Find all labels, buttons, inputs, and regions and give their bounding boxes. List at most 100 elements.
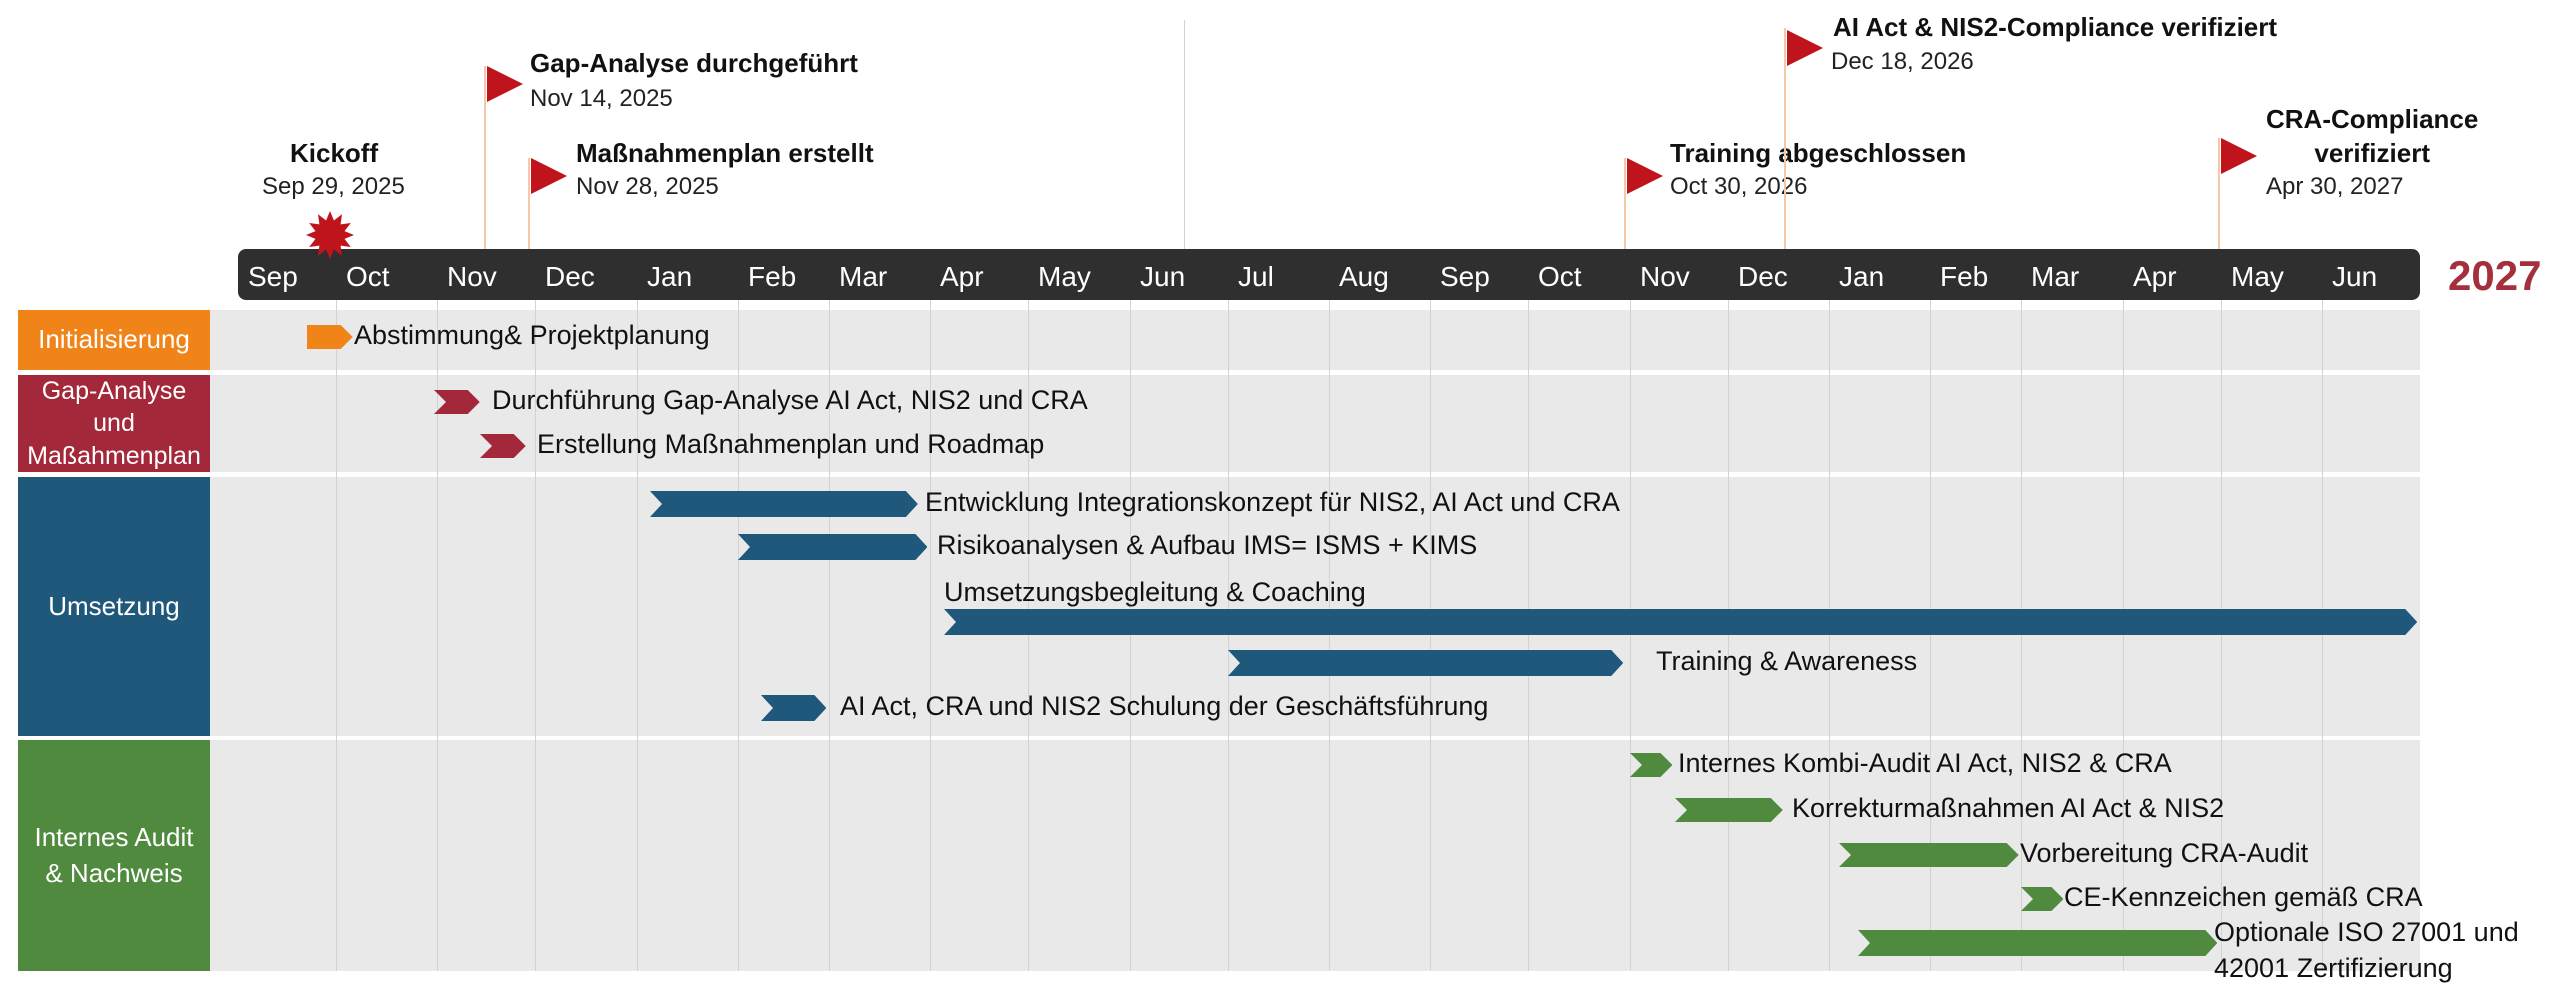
task-label: CE-Kennzeichen gemäß CRA — [2064, 882, 2423, 912]
milestone-date: Nov 14, 2025 — [530, 85, 673, 112]
task-bar — [434, 390, 480, 414]
lane-background — [210, 375, 2420, 472]
task-bar — [761, 695, 826, 721]
month-label: Feb — [748, 261, 797, 292]
task-label: Risikoanalysen & Aufbau IMS= ISMS + KIMS — [937, 530, 1478, 560]
task-label: Entwicklung Integrationskonzept für NIS2… — [925, 487, 1620, 517]
lane-background — [210, 477, 2420, 736]
lane-label-line: Initialisierung — [38, 324, 190, 355]
month-label: Jun — [2332, 261, 2378, 292]
milestone-title-line: verifiziert — [2314, 138, 2430, 168]
month-gridline — [1329, 300, 1330, 971]
lane-label-line: Gap-Analyse — [41, 376, 187, 405]
milestone-line — [2218, 138, 2220, 249]
month-label: Jan — [1839, 261, 1885, 292]
month-label: Mar — [2031, 261, 2080, 292]
milestone-title: CRA-Compliance verifiziert — [2266, 102, 2478, 170]
month-gridline — [1228, 300, 1229, 971]
month-gridline — [1728, 300, 1729, 971]
month-gridline — [1930, 300, 1931, 971]
month-gridline — [930, 300, 931, 971]
month-label: Sep — [1440, 261, 1490, 292]
task-bar — [307, 325, 353, 349]
month-label: Jul — [1238, 261, 1274, 292]
task-label: Vorbereitung CRA-Audit — [2020, 838, 2309, 868]
task-label-line: Optionale ISO 27001 und — [2214, 917, 2519, 947]
month-gridline — [2221, 300, 2222, 971]
month-label: Dec — [545, 261, 595, 292]
month-gridline — [535, 300, 536, 971]
milestone-title: AI Act & NIS2-Compliance verifiziert — [1833, 12, 2278, 42]
month-gridline — [1430, 300, 1431, 971]
task-bar — [738, 534, 927, 560]
task-label: Umsetzungsbegleitung & Coaching — [944, 577, 1366, 607]
month-label: Nov — [447, 261, 497, 292]
month-gridline — [637, 300, 638, 971]
month-gridline — [738, 300, 739, 971]
month-label: Mar — [839, 261, 888, 292]
task-label: Korrekturmaßnahmen AI Act & NIS2 — [1792, 793, 2225, 823]
month-label: Oct — [1538, 261, 1582, 292]
month-timeline-bar — [238, 249, 2420, 300]
lane-label-line: und — [93, 409, 135, 438]
lane-label: Umsetzung — [18, 477, 210, 736]
milestone-title: Training abgeschlossen — [1670, 138, 1967, 168]
milestone-flag-icon — [487, 66, 523, 102]
task-bar — [1630, 753, 1672, 777]
month-label: Apr — [940, 261, 984, 292]
month-gridline — [1130, 300, 1131, 971]
milestone-flag-icon — [531, 158, 567, 194]
milestone-date: Dec 18, 2026 — [1831, 48, 1974, 75]
milestone-title-line: CRA-Compliance — [2266, 104, 2479, 134]
task-label: Erstellung Maßnahmenplan und Roadmap — [537, 429, 1045, 459]
month-gridline — [1528, 300, 1529, 971]
task-label: Durchführung Gap-Analyse AI Act, NIS2 un… — [492, 385, 1088, 415]
milestone-flag-icon — [1787, 30, 1823, 66]
lane-label: Internes Audit & Nachweis — [18, 740, 210, 971]
month-label: Nov — [1640, 261, 1690, 292]
month-label: Jun — [1140, 261, 1186, 292]
lane-label-line: Maßahmenplan — [27, 441, 201, 470]
task-bar — [1228, 650, 1623, 676]
task-bar — [1839, 843, 2019, 867]
timeline-midline — [1184, 20, 1185, 249]
task-label: AI Act, CRA und NIS2 Schulung der Geschä… — [840, 691, 1489, 721]
month-label: Oct — [346, 261, 390, 292]
milestone-date: Nov 28, 2025 — [576, 173, 719, 200]
month-gridline — [437, 300, 438, 971]
task-bar — [944, 609, 2417, 635]
task-bar — [650, 491, 918, 517]
month-gridline — [2021, 300, 2022, 971]
month-gridline — [336, 300, 337, 971]
task-bar — [2021, 887, 2063, 911]
month-label: Apr — [2133, 261, 2177, 292]
milestone-flag-icon — [1627, 158, 1663, 194]
month-gridline — [1028, 300, 1029, 971]
lane-label-line: Umsetzung — [48, 590, 180, 621]
milestone-line — [1784, 28, 1786, 249]
milestone-title: Kickoff — [290, 138, 379, 168]
month-label: Dec — [1738, 261, 1788, 292]
task-label: Internes Kombi-Audit AI Act, NIS2 & CRA — [1678, 748, 2172, 778]
month-label: Sep — [248, 261, 298, 292]
month-gridline — [1630, 300, 1631, 971]
lane-label-line: Internes Audit — [34, 822, 194, 853]
task-label: Abstimmung& Projektplanung — [354, 320, 710, 350]
lane-label-line: & Nachweis — [45, 857, 183, 888]
task-bar — [1858, 930, 2217, 956]
milestone-title: Gap-Analyse durchgeführt — [530, 48, 858, 78]
milestone-flag-icon — [2221, 138, 2257, 174]
task-bar — [1675, 798, 1783, 822]
month-gridline — [1829, 300, 1830, 971]
milestone-title: Maßnahmenplan erstellt — [576, 138, 874, 168]
milestone-line — [528, 158, 530, 249]
month-gridline — [829, 300, 830, 971]
milestone-date: Apr 30, 2027 — [2266, 173, 2404, 200]
month-label: Jan — [647, 261, 693, 292]
month-gridline — [2322, 300, 2323, 971]
month-label: May — [2231, 261, 2284, 292]
milestone-line — [484, 66, 486, 249]
